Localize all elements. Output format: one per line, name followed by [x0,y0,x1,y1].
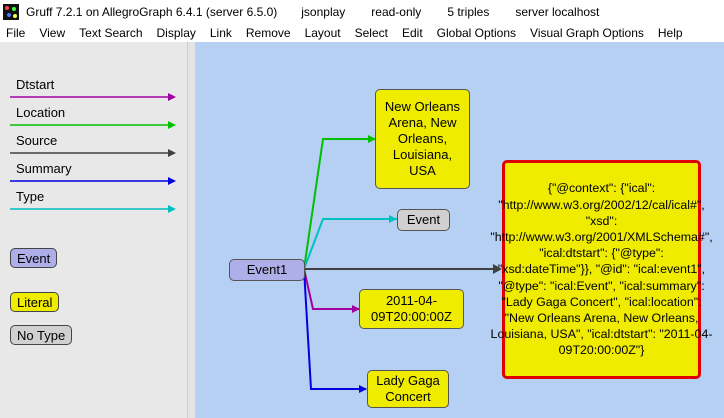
legend-type-arrow[interactable] [10,204,176,214]
graph-canvas[interactable]: Event1 New Orleans Arena, New Orleans, L… [196,42,724,418]
legend-panel: Dtstart Location Source Summary Type Eve… [0,42,187,418]
edge-location [303,138,375,270]
panel-splitter[interactable] [187,42,196,418]
edge-summary [303,268,366,390]
repository-name: jsonplay [301,5,346,19]
legend-no-type-chip[interactable]: No Type [10,325,73,345]
triple-count: 5 triples [447,5,490,19]
server-name: server localhost [515,5,600,19]
node-summary[interactable]: Lady Gaga Concert [367,370,449,408]
access-mode: read-only [371,5,422,19]
menu-display[interactable]: Display [156,26,196,40]
legend-type-label: Type [16,189,45,204]
legend-summary-arrow[interactable] [10,176,176,186]
menu-edit[interactable]: Edit [401,26,423,40]
menu-link[interactable]: Link [209,26,232,40]
menu-file[interactable]: File [6,26,26,40]
menu-global-options[interactable]: Global Options [436,26,517,40]
legend-source-label: Source [16,133,58,148]
menu-visual-graph-options[interactable]: Visual Graph Options [530,26,644,40]
legend-dtstart-label: Dtstart [16,77,55,92]
legend-event-chip[interactable]: Event [10,248,58,268]
edge-type [303,218,397,270]
menu-text-search[interactable]: Text Search [79,26,143,40]
app-title: Gruff 7.2.1 on AllegroGraph 6.4.1 (serve… [26,5,278,19]
node-location[interactable]: New Orleans Arena, New Orleans, Louisian… [375,89,470,189]
graph-edges [303,135,502,393]
app-icon [3,4,19,20]
menu-layout[interactable]: Layout [304,26,341,40]
legend-summary-label: Summary [16,161,72,176]
menu-remove[interactable]: Remove [245,26,291,40]
legend-location-label: Location [16,105,66,120]
edge-dtstart [303,268,359,310]
menu-bar: File View Text Search Display Link Remov… [0,24,724,42]
menu-view[interactable]: View [39,26,66,40]
title-bar: Gruff 7.2.1 on AllegroGraph 6.4.1 (serve… [0,0,724,24]
node-dtstart[interactable]: 2011-04-09T20:00:00Z [359,289,464,329]
menu-select[interactable]: Select [354,26,388,40]
legend-source-arrow[interactable] [10,148,176,158]
legend-location-arrow[interactable] [10,120,176,130]
node-type-event[interactable]: Event [397,209,450,231]
legend-literal-chip[interactable]: Literal [10,292,60,312]
menu-help[interactable]: Help [657,26,683,40]
legend-dtstart-arrow[interactable] [10,92,176,102]
node-source-json[interactable]: {"@context": {"ical": "http://www.w3.org… [490,160,713,379]
node-event1[interactable]: Event1 [229,259,305,281]
